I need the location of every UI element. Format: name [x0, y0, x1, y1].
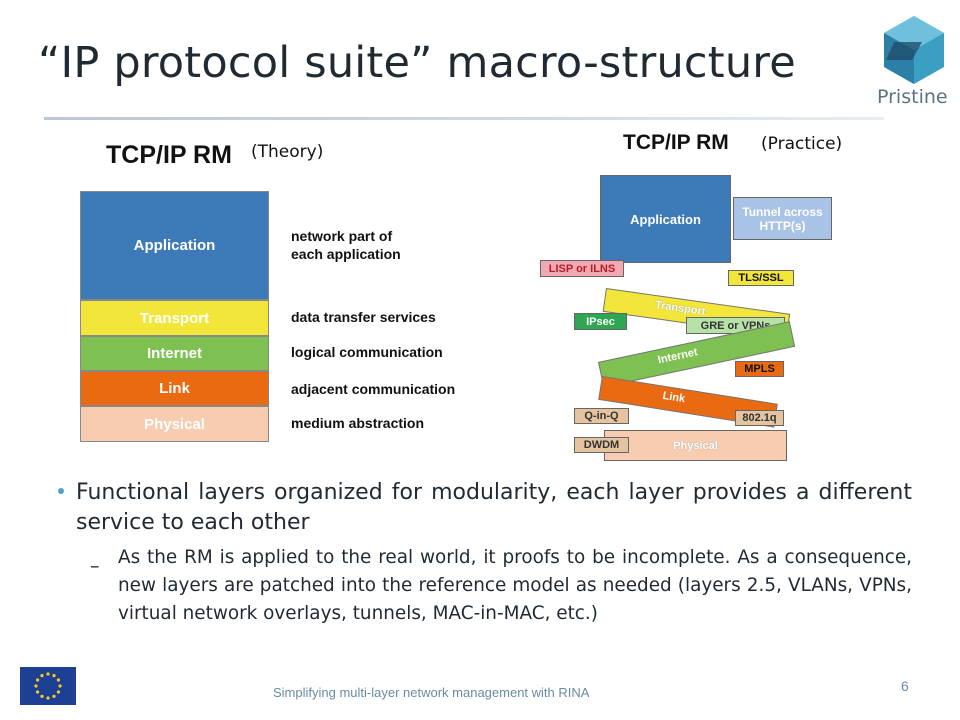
desc-transport: data transfer services [291, 309, 436, 325]
bullet-main: Functional layers organized for modulari… [76, 480, 912, 535]
practice-lisp: LISP or ILNS [540, 260, 624, 277]
practice-mpls: MPLS [735, 361, 784, 377]
practice-qinq: Q-in-Q [574, 408, 629, 424]
desc-application: network part of each application [291, 228, 401, 262]
logo-text: Pristine [877, 86, 948, 108]
layer-application: Application [80, 191, 269, 300]
practice-dwdm: DWDM [574, 437, 629, 453]
theory-heading: TCP/IP RM [106, 141, 232, 169]
practice-application: Application [600, 175, 731, 263]
theory-caption: (Theory) [251, 142, 324, 162]
sub-bullet-dash: – [90, 555, 100, 577]
layer-internet: Internet [80, 336, 269, 371]
eu-flag-logo [20, 667, 76, 705]
slide-title: “IP protocol suite” macro-structure [38, 38, 796, 88]
bullet-sub: As the RM is applied to the real world, … [118, 547, 912, 624]
practice-ipsec: IPsec [574, 313, 627, 330]
layer-physical: Physical [80, 406, 269, 442]
bullet-list: Functional layers organized for modulari… [76, 478, 912, 628]
pristine-logo [872, 12, 956, 112]
page-number: 6 [901, 678, 909, 694]
bullet-dot [58, 488, 64, 494]
practice-tunnel: Tunnel across HTTP(s) [733, 197, 832, 240]
practice-physical: Physical [604, 430, 787, 461]
desc-link: adjacent communication [291, 381, 456, 397]
practice-8021q: 802.1q [735, 410, 784, 426]
layer-transport: Transport [80, 300, 269, 336]
practice-heading: TCP/IP RM [623, 131, 729, 154]
desc-physical: medium abstraction [291, 415, 425, 431]
practice-caption: (Practice) [761, 134, 843, 154]
layer-link: Link [80, 371, 269, 406]
title-divider [44, 117, 884, 120]
footer-text: Simplifying multi-layer network manageme… [273, 685, 590, 700]
desc-internet: logical communication [291, 344, 443, 360]
practice-tls: TLS/SSL [728, 270, 794, 286]
